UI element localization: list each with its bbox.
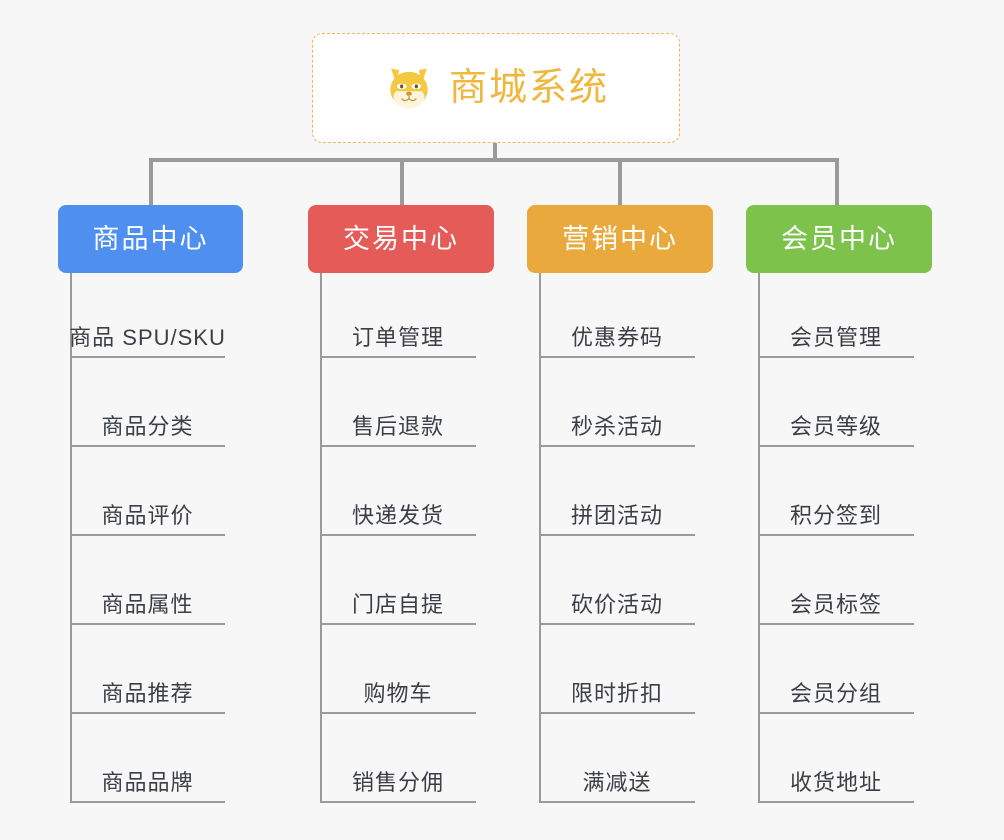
connector-drop-member-center xyxy=(835,158,839,205)
leaf-item[interactable]: 会员分组 xyxy=(758,625,914,714)
leaf-item[interactable]: 拼团活动 xyxy=(539,447,695,536)
leaf-item-label: 商品评价 xyxy=(101,503,194,528)
category-header-member-center[interactable]: 会员中心 xyxy=(746,205,932,273)
leaf-item-label: 会员等级 xyxy=(789,414,882,439)
leaf-item[interactable]: 商品推荐 xyxy=(70,625,225,714)
leaf-item[interactable]: 商品分类 xyxy=(70,358,225,447)
column-spine-marketing-center xyxy=(539,273,541,803)
leaf-item[interactable]: 秒杀活动 xyxy=(539,358,695,447)
root-node-title: 商城系统 xyxy=(448,67,609,109)
connector-bus-bar xyxy=(149,158,839,162)
leaf-item-label: 商品 SPU/SKU xyxy=(69,325,226,350)
leaf-item[interactable]: 商品属性 xyxy=(70,536,225,625)
leaf-item-label: 会员管理 xyxy=(789,325,882,350)
leaf-item[interactable]: 商品 SPU/SKU xyxy=(69,269,226,358)
leaf-item-label: 砍价活动 xyxy=(570,592,663,617)
column-spine-trade-center xyxy=(320,273,322,803)
category-header-label: 交易中心 xyxy=(343,223,459,254)
leaf-item[interactable]: 商品品牌 xyxy=(70,714,225,803)
category-header-trade-center[interactable]: 交易中心 xyxy=(308,205,494,273)
leaf-column-product-center: 商品 SPU/SKU 商品分类商品评价商品属性商品推荐商品品牌 xyxy=(69,273,245,807)
leaf-item[interactable]: 满减送 xyxy=(539,714,695,803)
column-spine-product-center xyxy=(70,273,72,803)
leaf-item[interactable]: 快递发货 xyxy=(320,447,476,536)
leaf-item-label: 订单管理 xyxy=(351,325,444,350)
category-header-product-center[interactable]: 商品中心 xyxy=(58,205,243,273)
category-header-label: 会员中心 xyxy=(781,223,897,254)
leaf-item-label: 售后退款 xyxy=(351,414,444,439)
category-header-label: 商品中心 xyxy=(92,223,209,254)
leaf-item[interactable]: 限时折扣 xyxy=(539,625,695,714)
leaf-item-label: 快递发货 xyxy=(351,503,444,528)
leaf-item-label: 满减送 xyxy=(582,770,652,795)
leaf-item-label: 积分签到 xyxy=(789,503,882,528)
leaf-item[interactable]: 收货地址 xyxy=(758,714,914,803)
connector-drop-marketing-center xyxy=(618,158,622,205)
category-header-label: 营销中心 xyxy=(562,223,678,254)
connector-root-stem xyxy=(493,143,497,162)
leaf-item-label: 商品分类 xyxy=(101,414,194,439)
category-header-marketing-center[interactable]: 营销中心 xyxy=(527,205,713,273)
connector-drop-trade-center xyxy=(400,158,404,205)
leaf-item-label: 限时折扣 xyxy=(570,681,663,706)
leaf-item-label: 收货地址 xyxy=(789,770,882,795)
leaf-column-member-center: 会员管理会员等级积分签到会员标签会员分组收货地址 xyxy=(758,273,934,807)
leaf-item[interactable]: 会员等级 xyxy=(758,358,914,447)
leaf-item-label: 商品品牌 xyxy=(101,770,194,795)
leaf-item-label: 拼团活动 xyxy=(570,503,663,528)
leaf-column-trade-center: 订单管理售后退款快递发货门店自提购物车销售分佣 xyxy=(320,273,496,807)
root-node-shop-system[interactable]: 商城系统 xyxy=(312,33,680,143)
leaf-item-label: 购物车 xyxy=(363,681,433,706)
leaf-item[interactable]: 订单管理 xyxy=(320,269,476,358)
leaf-item-label: 销售分佣 xyxy=(351,770,444,795)
leaf-item-label: 会员标签 xyxy=(789,592,882,617)
leaf-item[interactable]: 购物车 xyxy=(320,625,476,714)
leaf-column-marketing-center: 优惠券码秒杀活动拼团活动砍价活动限时折扣满减送 xyxy=(539,273,715,807)
connector-drop-product-center xyxy=(149,158,153,205)
leaf-item[interactable]: 门店自提 xyxy=(320,536,476,625)
shiba-dog-face-icon xyxy=(390,68,428,110)
leaf-item[interactable]: 会员标签 xyxy=(758,536,914,625)
leaf-item-label: 会员分组 xyxy=(789,681,882,706)
leaf-item-label: 商品属性 xyxy=(101,592,194,617)
column-spine-member-center xyxy=(758,273,760,803)
leaf-item-label: 优惠券码 xyxy=(570,325,663,350)
leaf-item[interactable]: 优惠券码 xyxy=(539,269,695,358)
leaf-item-label: 商品推荐 xyxy=(101,681,194,706)
leaf-item-label: 秒杀活动 xyxy=(570,414,663,439)
leaf-item[interactable]: 商品评价 xyxy=(70,447,225,536)
leaf-item[interactable]: 积分签到 xyxy=(758,447,914,536)
leaf-item[interactable]: 销售分佣 xyxy=(320,714,476,803)
leaf-item[interactable]: 砍价活动 xyxy=(539,536,695,625)
leaf-item[interactable]: 售后退款 xyxy=(320,358,476,447)
leaf-item[interactable]: 会员管理 xyxy=(758,269,914,358)
leaf-item-label: 门店自提 xyxy=(351,592,444,617)
